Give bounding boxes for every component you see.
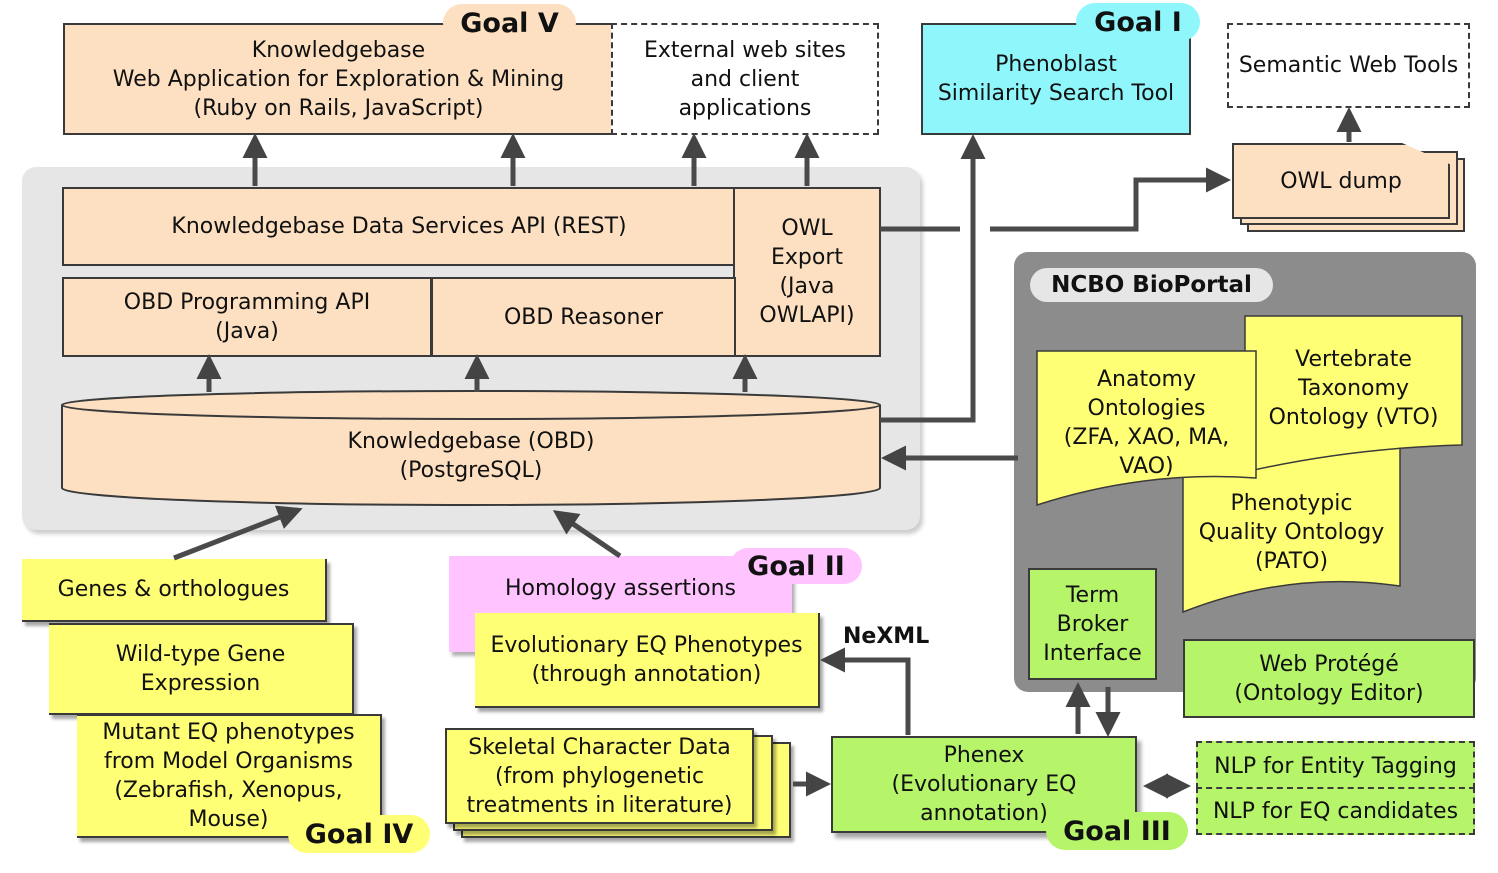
skeletal-character-box: Skeletal Character Data (from phylogenet… [445, 728, 754, 824]
owl-export-line-1: OWL [781, 216, 833, 241]
skeletal-line-3: treatments in literature) [466, 792, 733, 818]
genes-label: Genes & orthologues [57, 577, 290, 602]
homology-label: Homology assertions [504, 576, 737, 601]
term-broker-line-1: Term [1065, 582, 1120, 608]
obd-api-line-2: (Java) [215, 319, 279, 344]
owl-export-line-2: Export [770, 245, 843, 270]
external-line-3: applications [678, 95, 812, 121]
kb-obd-line-1: Knowledgebase (OBD) [347, 429, 595, 454]
nlp-eq-candidates-box: NLP for EQ candidates [1196, 787, 1475, 835]
knowledgebase-obd-label: Knowledgebase (OBD) (PostgreSQL) [62, 424, 880, 488]
arrow-owl-to-dump [990, 167, 1231, 232]
goal-iii-badge: Goal III [1046, 812, 1188, 850]
mutant-line-3: (Zebrafish, Xenopus, [114, 778, 343, 803]
pato-line-1: Phenotypic [1230, 490, 1353, 516]
webapp-line-3: (Ruby on Rails, JavaScript) [193, 95, 484, 121]
arrow-phenex-to-evo [820, 647, 911, 735]
web-protege-line-1: Web Protégé [1259, 651, 1399, 677]
owl-export-box: OWL Export (Java OWLAPI) [733, 187, 881, 357]
phenex-box: Phenex (Evolutionary EQ annotation) [831, 736, 1137, 833]
wildtype-line-2: Expression [140, 671, 261, 696]
pato-line-3: (PATO) [1254, 548, 1329, 574]
owl-export-line-3: (Java [779, 274, 835, 299]
term-broker-interface-box: Term Broker Interface [1028, 568, 1157, 680]
arrow-db-to-phenoblast [880, 134, 986, 423]
evo-eq-line-1: Evolutionary EQ Phenotypes [490, 632, 803, 658]
external-line-1: External web sites [644, 37, 846, 63]
skeletal-line-2: (from phylogenetic [494, 763, 705, 789]
genes-orthologues-box: Genes & orthologues [22, 559, 327, 622]
mutant-line-4: Mouse) [188, 807, 269, 832]
anatomy-line-2: Ontologies [1087, 396, 1206, 421]
vto-line-3: Ontology (VTO) [1268, 404, 1439, 430]
external-line-2: and client [690, 66, 800, 92]
web-protege-box: Web Protégé (Ontology Editor) [1183, 639, 1475, 718]
external-sites-box: External web sites and client applicatio… [611, 23, 879, 135]
pato-line-2: Quality Ontology [1198, 519, 1385, 545]
phenoblast-line-2: Similarity Search Tool [937, 81, 1175, 106]
pato-doc: Phenotypic Quality Ontology (PATO) [1183, 486, 1400, 578]
skeletal-line-1: Skeletal Character Data [468, 734, 731, 760]
wildtype-expression-box: Wild-type Gene Expression [49, 623, 354, 715]
webapp-line-2: Web Application for Exploration & Mining [112, 66, 565, 92]
arrow-genes-to-db [173, 505, 303, 561]
goal-iv-badge: Goal IV [288, 815, 430, 853]
obd-reasoner-label: OBD Reasoner [503, 304, 664, 330]
obd-reasoner-box: OBD Reasoner [431, 277, 736, 357]
nexml-label: NeXML [843, 624, 930, 649]
kb-obd-line-2: (PostgreSQL) [399, 458, 543, 483]
owl-export-line-4: OWLAPI) [759, 303, 855, 328]
obd-programming-api-box: OBD Programming API (Java) [62, 277, 432, 357]
term-broker-line-3: Interface [1043, 640, 1142, 666]
wildtype-line-1: Wild-type Gene [115, 642, 286, 667]
nlp-entity-tagging-box: NLP for Entity Tagging [1196, 741, 1475, 789]
anatomy-line-4: VAO) [1119, 454, 1174, 479]
nlp-eq-label: NLP for EQ candidates [1212, 798, 1459, 824]
semantic-web-tools-box: Semantic Web Tools [1227, 23, 1470, 108]
mutant-line-2: from Model Organisms [103, 749, 354, 774]
anatomy-ontologies-doc: Anatomy Ontologies (ZFA, XAO, MA, VAO) [1037, 364, 1256, 482]
arrow-homology-to-db [552, 510, 622, 559]
owl-dump-box: OWL dump [1232, 143, 1450, 219]
phenex-line-1: Phenex [943, 743, 1025, 768]
phenex-line-2: (Evolutionary EQ [891, 772, 1077, 797]
vto-doc: Vertebrate Taxonomy Ontology (VTO) [1245, 342, 1462, 434]
web-application-box: Knowledgebase Web Application for Explor… [63, 23, 614, 135]
term-broker-line-2: Broker [1056, 611, 1129, 637]
nlp-entity-label: NLP for Entity Tagging [1214, 753, 1457, 779]
phenoblast-box: Phenoblast Similarity Search Tool [921, 23, 1191, 135]
vto-line-2: Taxonomy [1298, 375, 1409, 401]
evo-eq-line-2: (through annotation) [531, 661, 762, 687]
phenex-line-3: annotation) [920, 801, 1048, 826]
data-services-label: Knowledgebase Data Services API (REST) [171, 214, 627, 239]
goal-ii-badge: Goal II [730, 548, 862, 584]
obd-api-line-1: OBD Programming API [123, 290, 371, 315]
goal-i-badge: Goal I [1076, 3, 1200, 41]
mutant-line-1: Mutant EQ phenotypes [102, 720, 355, 745]
data-services-api-box: Knowledgebase Data Services API (REST) [62, 187, 736, 266]
webapp-line-1: Knowledgebase [251, 37, 426, 63]
ncbo-bioportal-title: NCBO BioPortal [1030, 268, 1273, 302]
anatomy-line-1: Anatomy [1096, 367, 1196, 392]
semantic-web-tools-label: Semantic Web Tools [1238, 53, 1459, 78]
vto-line-1: Vertebrate [1295, 346, 1412, 372]
owl-dump-label: OWL dump [1280, 168, 1402, 194]
evolutionary-eq-box: Evolutionary EQ Phenotypes (through anno… [475, 613, 820, 708]
goal-v-badge: Goal V [443, 4, 576, 42]
web-protege-line-2: (Ontology Editor) [1234, 680, 1424, 706]
anatomy-line-3: (ZFA, XAO, MA, [1063, 425, 1230, 450]
phenoblast-line-1: Phenoblast [995, 52, 1117, 77]
